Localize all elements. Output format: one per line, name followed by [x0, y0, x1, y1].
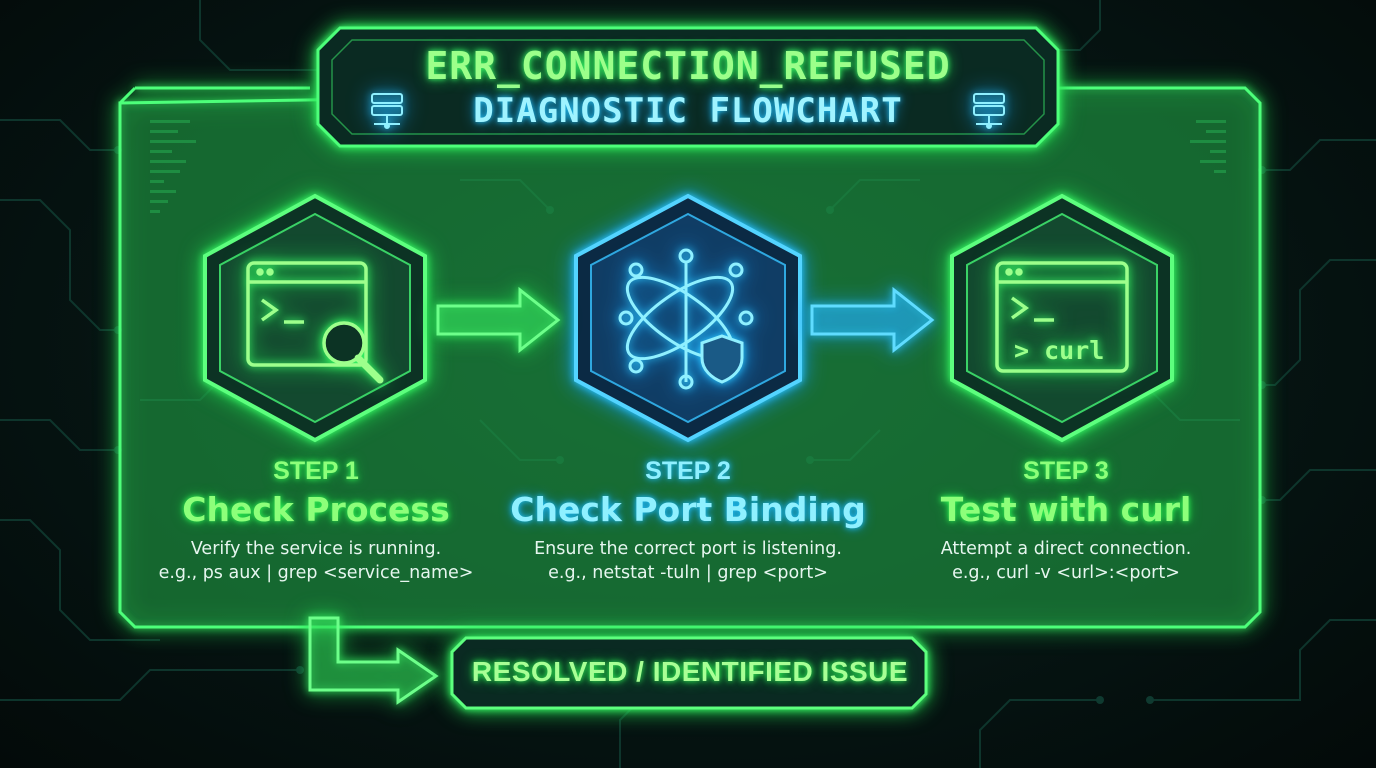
page-subtitle: DIAGNOSTIC FLOWCHART [473, 91, 903, 131]
page-title: ERR_CONNECTION_REFUSED [425, 44, 951, 88]
outcome-label: RESOLVED / IDENTIFIED ISSUE [471, 656, 909, 687]
arrow-step2-to-step3 [810, 286, 935, 354]
step-1-description: Verify the service is running. [190, 539, 442, 559]
step-2-label: STEP 2 [645, 457, 731, 485]
outcome-box [450, 636, 928, 710]
step-1-title: Check Process [182, 490, 450, 529]
step-3-label: STEP 3 [1023, 457, 1109, 485]
step-1-label: STEP 1 [273, 457, 359, 485]
arrow-step1-to-step2 [436, 286, 561, 354]
step-2-example: e.g., netstat -tuln | grep <port> [548, 563, 828, 583]
step-2-title: Check Port Binding [510, 490, 866, 529]
server-icon-right [973, 93, 1005, 129]
step-3-title: Test with curl [940, 490, 1192, 529]
terminal-curl-icon [995, 261, 1129, 373]
step-3-description: Attempt a direct connection. [940, 539, 1192, 559]
terminal-curl-text: > curl [1014, 336, 1104, 365]
step-1-example: e.g., ps aux | grep <service_name> [158, 563, 474, 583]
network-shield-icon [618, 248, 754, 390]
step-3-example: e.g., curl -v <url>:<port> [952, 563, 1180, 583]
header-box [316, 26, 1060, 148]
step-2-description: Ensure the correct port is listening. [534, 539, 842, 559]
terminal-search-icon [246, 261, 384, 384]
arrow-to-outcome [308, 616, 439, 705]
server-icon-left [371, 93, 403, 129]
step-1-hexagon [203, 193, 427, 443]
